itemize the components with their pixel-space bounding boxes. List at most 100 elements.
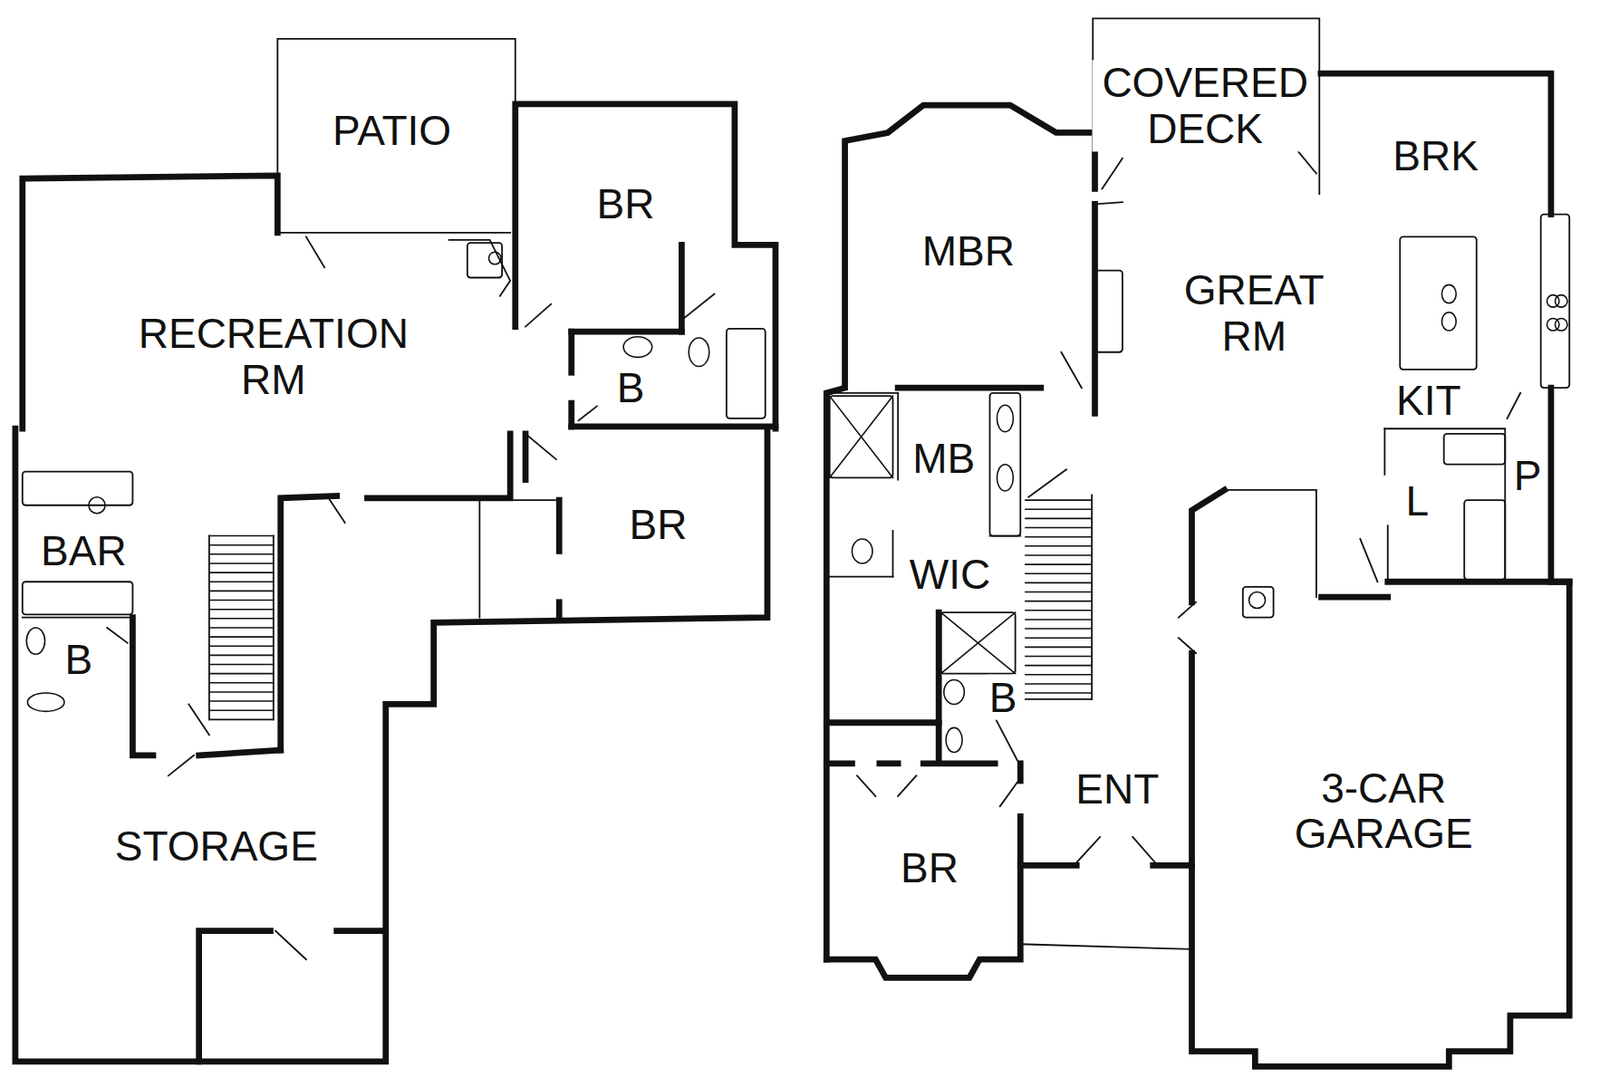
- thin-wall: [826, 392, 898, 395]
- stair-tread: [209, 636, 274, 638]
- thin-wall: [277, 231, 511, 234]
- wall: [522, 433, 530, 481]
- fixture-basin: [688, 337, 710, 367]
- stair-tread: [1025, 536, 1092, 539]
- stair-tread: [1025, 554, 1092, 557]
- stair-tread: [1025, 636, 1092, 639]
- room-label: ENT: [1073, 766, 1161, 813]
- fixture: [22, 472, 134, 506]
- stair-tread: [209, 673, 274, 675]
- door-swing: [1507, 393, 1522, 419]
- stair-tread: [209, 719, 274, 722]
- door-swing: [525, 304, 551, 328]
- room-label: RECREATION RM: [117, 311, 430, 404]
- thin-wall: [1025, 698, 1092, 701]
- room-label: MBR: [920, 228, 1017, 275]
- fixture-basin: [1249, 592, 1266, 609]
- room-label: COVERED DECK: [1092, 60, 1319, 153]
- fixture-basin: [488, 251, 502, 265]
- room-label: GREAT RM: [1173, 267, 1336, 359]
- thin-wall: [826, 576, 893, 579]
- door-swing: [106, 627, 128, 644]
- room-label: B: [987, 674, 1020, 721]
- door-swing: [168, 755, 194, 777]
- stair-tread: [209, 645, 274, 647]
- stair-tread: [1025, 683, 1092, 685]
- stair-tread: [1025, 674, 1092, 676]
- fixture-basin: [996, 404, 1013, 432]
- stair-tread: [209, 700, 274, 703]
- fixture: [1444, 433, 1506, 465]
- stair-tread: [209, 691, 274, 694]
- wall: [556, 602, 563, 618]
- fixture: [1464, 500, 1505, 580]
- door-swing: [1178, 602, 1196, 618]
- stair-tread: [209, 617, 274, 620]
- fixture-basin: [1554, 318, 1568, 332]
- door-swing: [1028, 469, 1067, 497]
- walls: [15, 18, 1570, 1067]
- stair-tread: [209, 655, 274, 657]
- room-label: PATIO: [330, 107, 454, 155]
- stair-tread: [1025, 582, 1092, 585]
- wall: [515, 104, 776, 429]
- thin-wall: [1224, 490, 1317, 598]
- door-swing: [275, 931, 307, 961]
- room-label: WIC: [907, 551, 993, 598]
- room-label: STORAGE: [113, 823, 320, 870]
- door-swing: [994, 717, 1018, 761]
- fixture-basin: [623, 337, 653, 358]
- fixture: [989, 393, 1021, 537]
- fixture-basin: [945, 727, 963, 752]
- wall: [571, 328, 683, 336]
- room-label: B: [62, 636, 95, 684]
- room-label: 3-CAR GARAGE: [1284, 765, 1484, 858]
- stair-tread: [209, 535, 274, 538]
- fixture-basin: [1441, 312, 1456, 331]
- wall: [1321, 594, 1388, 601]
- fixture: [22, 581, 134, 615]
- wall: [1191, 490, 1225, 603]
- stair-tread: [1025, 618, 1092, 621]
- door-swing: [1101, 158, 1123, 190]
- thin-wall: [1092, 18, 1320, 194]
- fixture: [829, 395, 894, 478]
- wall: [1153, 862, 1193, 869]
- stair-tread: [209, 599, 274, 602]
- stair-tread: [1025, 527, 1092, 530]
- thin-wall: [478, 500, 481, 618]
- room-label: KIT: [1394, 376, 1464, 424]
- stair-tread: [209, 664, 274, 666]
- wall: [826, 105, 1095, 960]
- thin-wall: [1020, 944, 1192, 950]
- fixture-basin: [996, 464, 1013, 492]
- wall: [826, 760, 852, 767]
- stair-tread: [209, 553, 274, 556]
- door-swing: [1298, 151, 1317, 174]
- wall: [15, 428, 768, 1062]
- room-label: L: [1404, 478, 1432, 525]
- fixture: [1094, 270, 1122, 353]
- fixture-basin: [1554, 295, 1568, 309]
- door-swing: [1359, 539, 1378, 582]
- stair-tread: [1025, 600, 1092, 603]
- stair-tread: [1025, 545, 1092, 548]
- fixture: [467, 242, 502, 278]
- stair-tread: [1025, 572, 1092, 575]
- room-label: BRK: [1390, 133, 1481, 180]
- wall: [923, 760, 995, 767]
- door-swing: [525, 433, 557, 460]
- fixture-basin: [1441, 284, 1456, 303]
- stair-tread: [1025, 655, 1092, 658]
- wall: [366, 433, 511, 499]
- stair-tread: [209, 571, 274, 574]
- thin-wall: [1387, 525, 1389, 582]
- door-swing: [188, 703, 210, 735]
- thin-wall: [1090, 494, 1093, 699]
- room-label: MB: [910, 435, 977, 482]
- door-swing: [326, 494, 345, 522]
- wall: [1319, 73, 1552, 214]
- wall: [132, 617, 154, 756]
